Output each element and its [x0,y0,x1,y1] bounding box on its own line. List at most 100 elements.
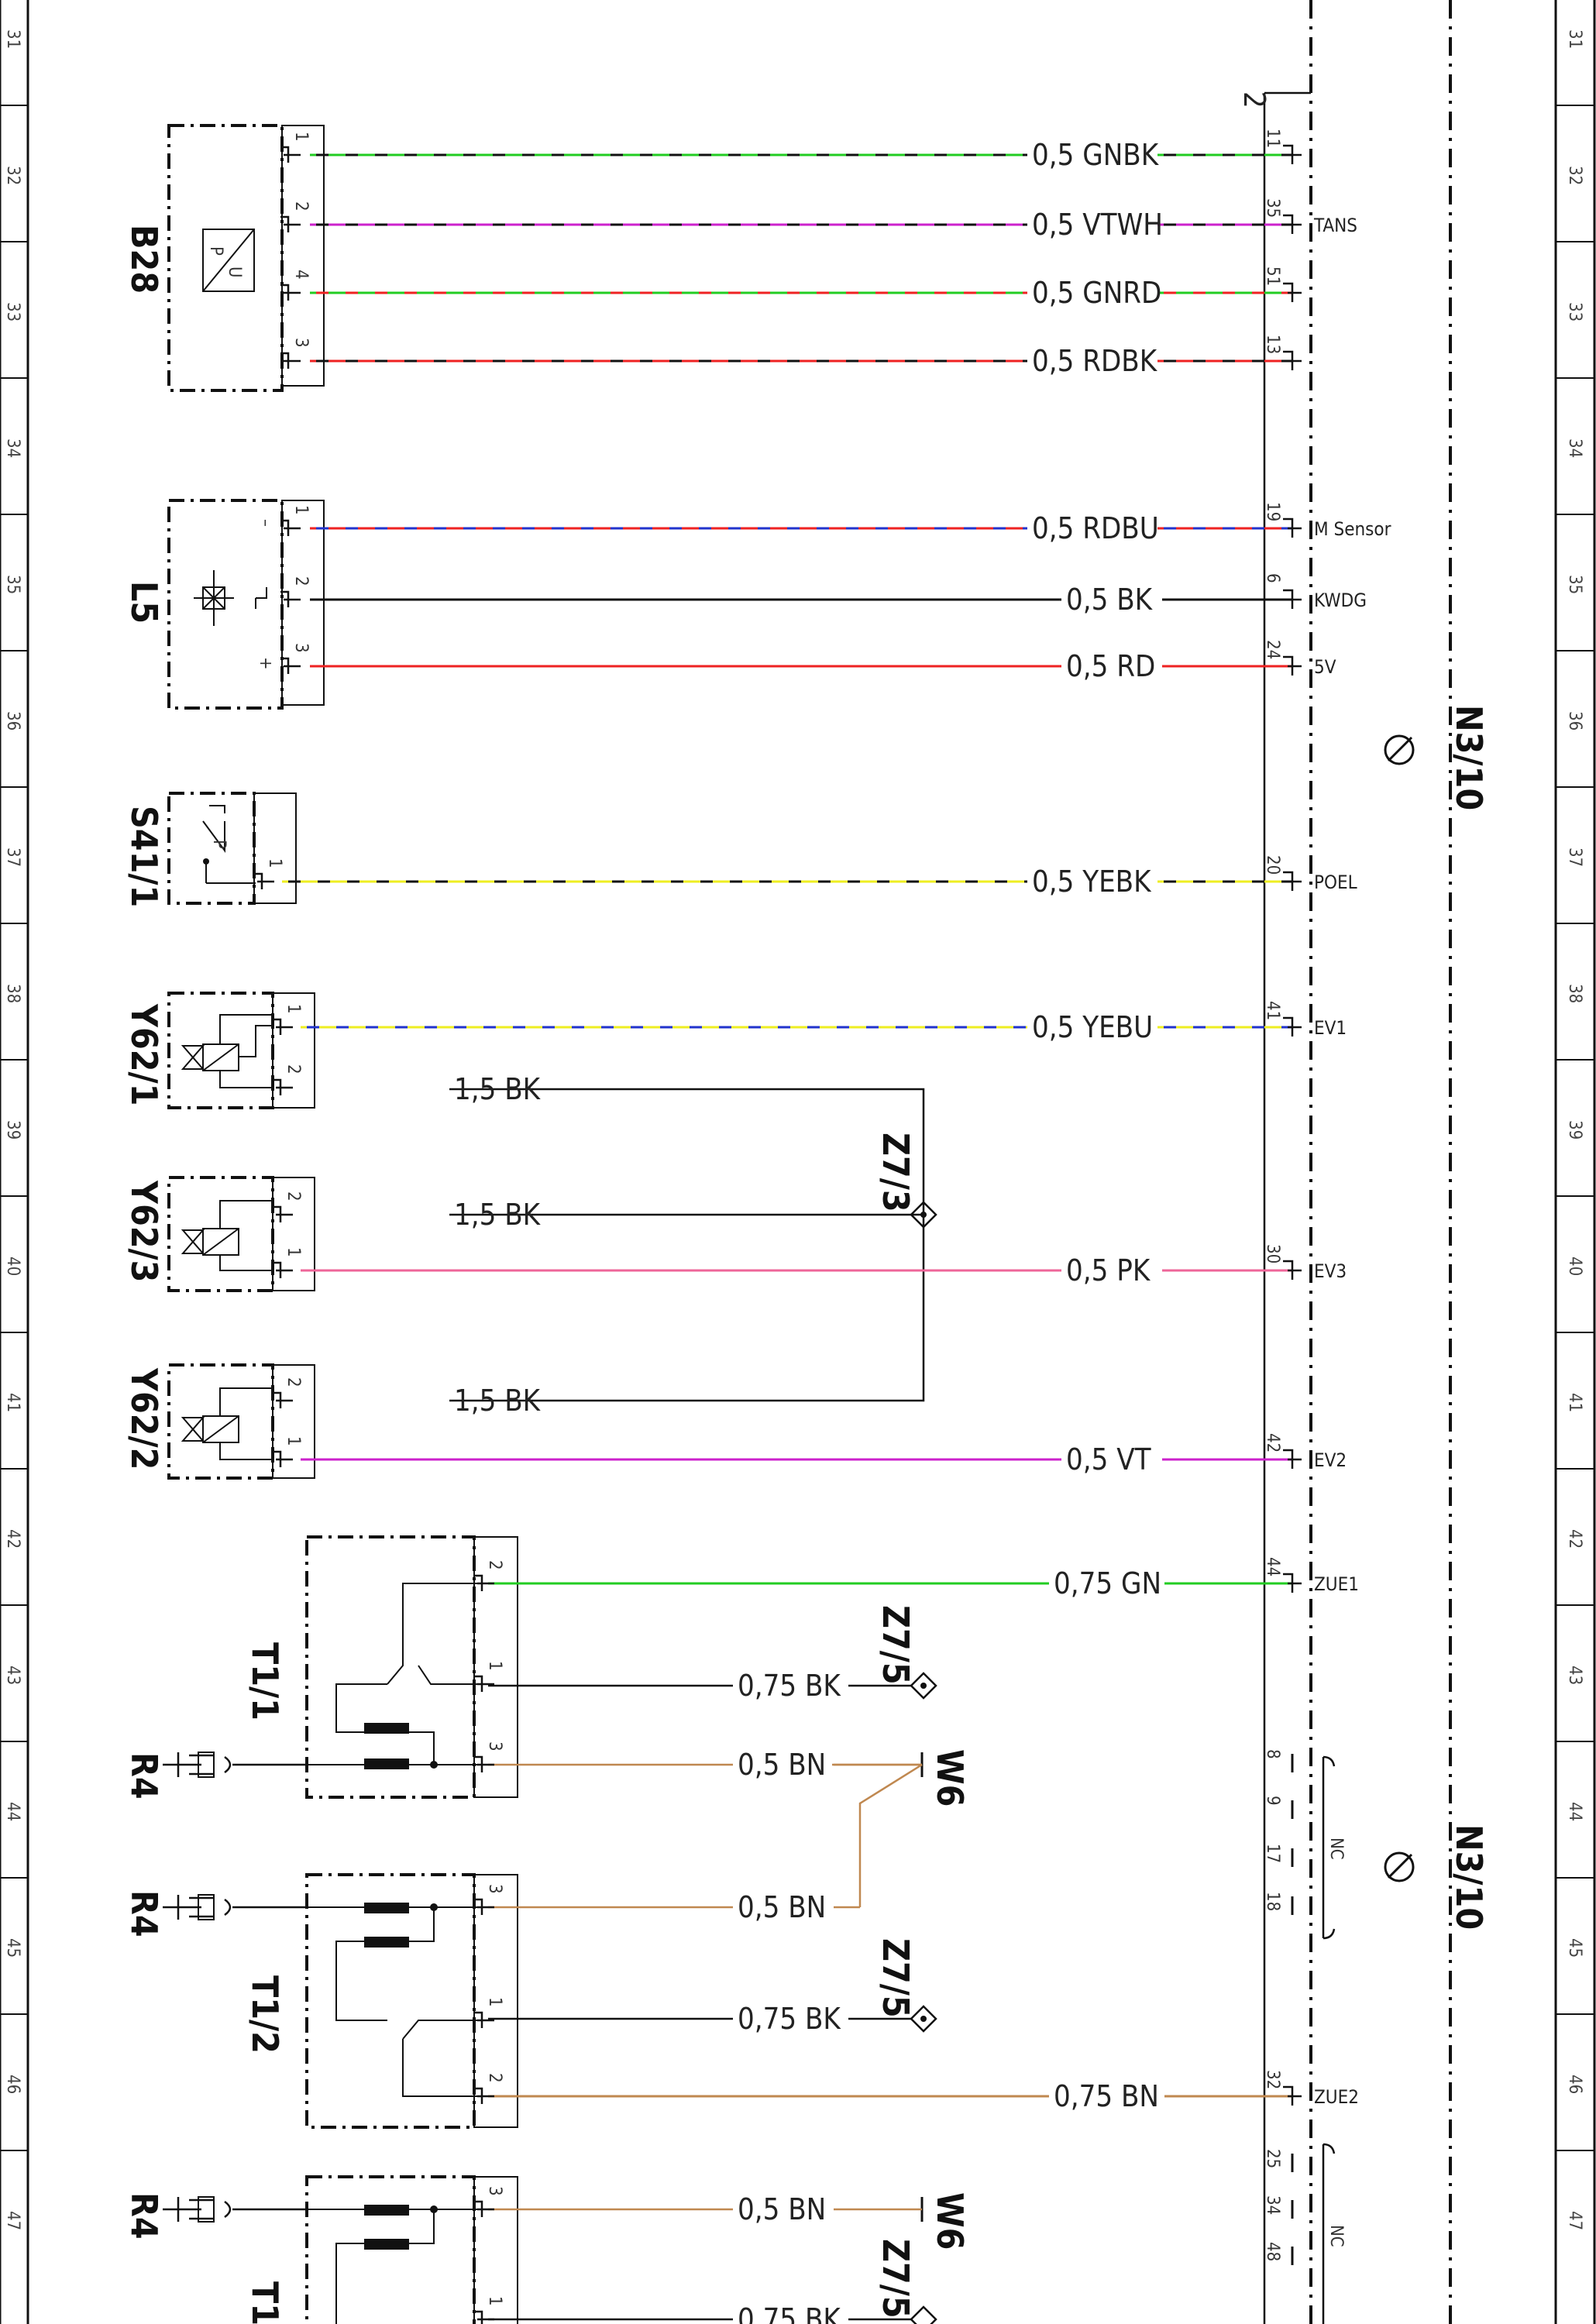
component-t1-2: T1/2 [244,1873,518,2129]
y62-2-label: Y62/2 [123,1367,165,1470]
row-number-left: 44 [3,1802,22,1821]
row-number-left: 41 [3,1393,22,1412]
shield-wire-label: 0,5 BN [738,2192,826,2226]
wire-label: 0,75 BN [1054,2079,1159,2113]
row-number-left: 35 [3,575,22,594]
connector-pin: 19 [1263,502,1282,521]
component-pin: 1 [284,1436,303,1446]
r4-plug-3: R4 [123,2192,307,2240]
pin-bracket [273,1018,293,1035]
component-pin: 1 [485,1661,504,1671]
ground-wire: 1,5 BK [449,1384,544,1418]
row-number-left: 36 [3,711,22,731]
shield-wire: 0,5 BN [488,1748,922,1782]
r4-plug-1: R4 [123,1752,307,1800]
ground-wire: 1,5 BK [449,1198,544,1232]
nc-pin: 18 [1263,1892,1282,1911]
row-number-right: 40 [1565,1257,1584,1276]
y62-3-label: Y62/3 [123,1180,165,1282]
w6-label-2: W6 [929,2192,971,2250]
signal-name: POEL [1314,871,1357,893]
pin-bracket [474,1574,494,1591]
shield-wire-label: 0,5 BN [738,1890,826,1924]
wire-label: 0,5 VTWH [1032,208,1163,242]
nc-label-2: NC [1326,2225,1346,2247]
z7-5-label-1: Z7/5 [875,1605,917,1685]
row-number-right: 35 [1565,575,1584,594]
row-number-left: 45 [3,1938,22,1958]
left-ruler [0,0,29,2324]
pin-bracket [474,1898,494,1915]
component-pin: 1 [284,1247,303,1257]
wire-label: 0,5 YEBK [1032,865,1152,899]
row-number-right: 47 [1565,2211,1584,2230]
ground-wire-label: 0,75 BK [738,2002,841,2036]
pin-bracket [273,1078,293,1095]
pin-bracket [474,2087,494,2104]
wire-19: 0,5 RDBU 19 M Sensor [310,502,1391,545]
connector-pin: 35 [1263,198,1282,218]
connector-pin: 51 [1263,266,1282,286]
nc-pin: 8 [1263,1749,1282,1759]
row-number-left: 46 [3,2075,22,2094]
nc-pin: 34 [1263,2195,1282,2215]
nc-label-1: NC [1326,1838,1346,1860]
wire-label: 0,5 GNBK [1032,138,1160,172]
w6-label-1: W6 [929,1749,971,1807]
row-number-right: 41 [1565,1393,1584,1412]
y62-1-label: Y62/1 [123,1003,165,1105]
z7-3-junction: Z7/3 [544,1088,937,1402]
row-number-left: 42 [3,1529,22,1549]
row-number-left: 38 [3,984,22,1003]
component-b28: P U B28 [123,124,325,392]
component-y62-3: Y62/3 [123,1176,315,1292]
ground-wire: 0,75 BK [488,2302,911,2324]
component-pin: 1 [291,132,311,142]
row-number-right: 42 [1565,1529,1584,1549]
component-pin: 1 [485,2296,504,2306]
component-pin: 2 [284,1377,303,1387]
right-ruler [1554,0,1596,2324]
wire-label: 0,5 YEBU [1032,1010,1153,1044]
row-number-left: 33 [3,302,22,321]
connector-pin: 20 [1263,855,1282,875]
module-label-top: N3/10 [1384,705,1490,810]
pin-bracket [280,590,301,607]
row-number-left: 40 [3,1257,22,1276]
connector-frame: 2 [1237,0,1452,2324]
nc-group-1: NC [1322,1755,1346,1940]
pin-bracket [280,146,301,163]
r4-label-1: R4 [123,1752,165,1800]
shield-wire: 0,5 BN [488,1890,860,1924]
t1-1-label: T1/1 [244,1642,286,1721]
row-number-right: 37 [1565,847,1584,867]
pin-bracket [273,1450,293,1467]
wire-label: 0,5 VT [1066,1442,1151,1477]
connector-pin: 30 [1263,1244,1282,1263]
nc-pin: 25 [1263,2149,1282,2168]
component-l5: – + L5 [123,499,325,710]
r4-label-3: R4 [123,2192,165,2240]
r4-plug-2: R4 [123,1890,307,1937]
pin-bracket [474,1675,494,1692]
signal-name: M Sensor [1314,518,1391,540]
row-number-left: 32 [3,166,22,185]
signal-name: ZUE1 [1314,1573,1359,1595]
z7-5-junction-2: Z7/5 [875,1938,937,2033]
t1-3-label: T1/ [244,2281,286,2324]
wire-label: 0,5 RDBU [1032,511,1159,545]
row-number-right: 33 [1565,302,1584,321]
pin-bracket [273,1261,293,1278]
nc-pin: 48 [1263,2242,1282,2261]
row-number-left: 37 [3,847,22,867]
connector-pin: 11 [1263,129,1282,148]
z7-5-junction-1: Z7/5 [875,1605,937,1700]
